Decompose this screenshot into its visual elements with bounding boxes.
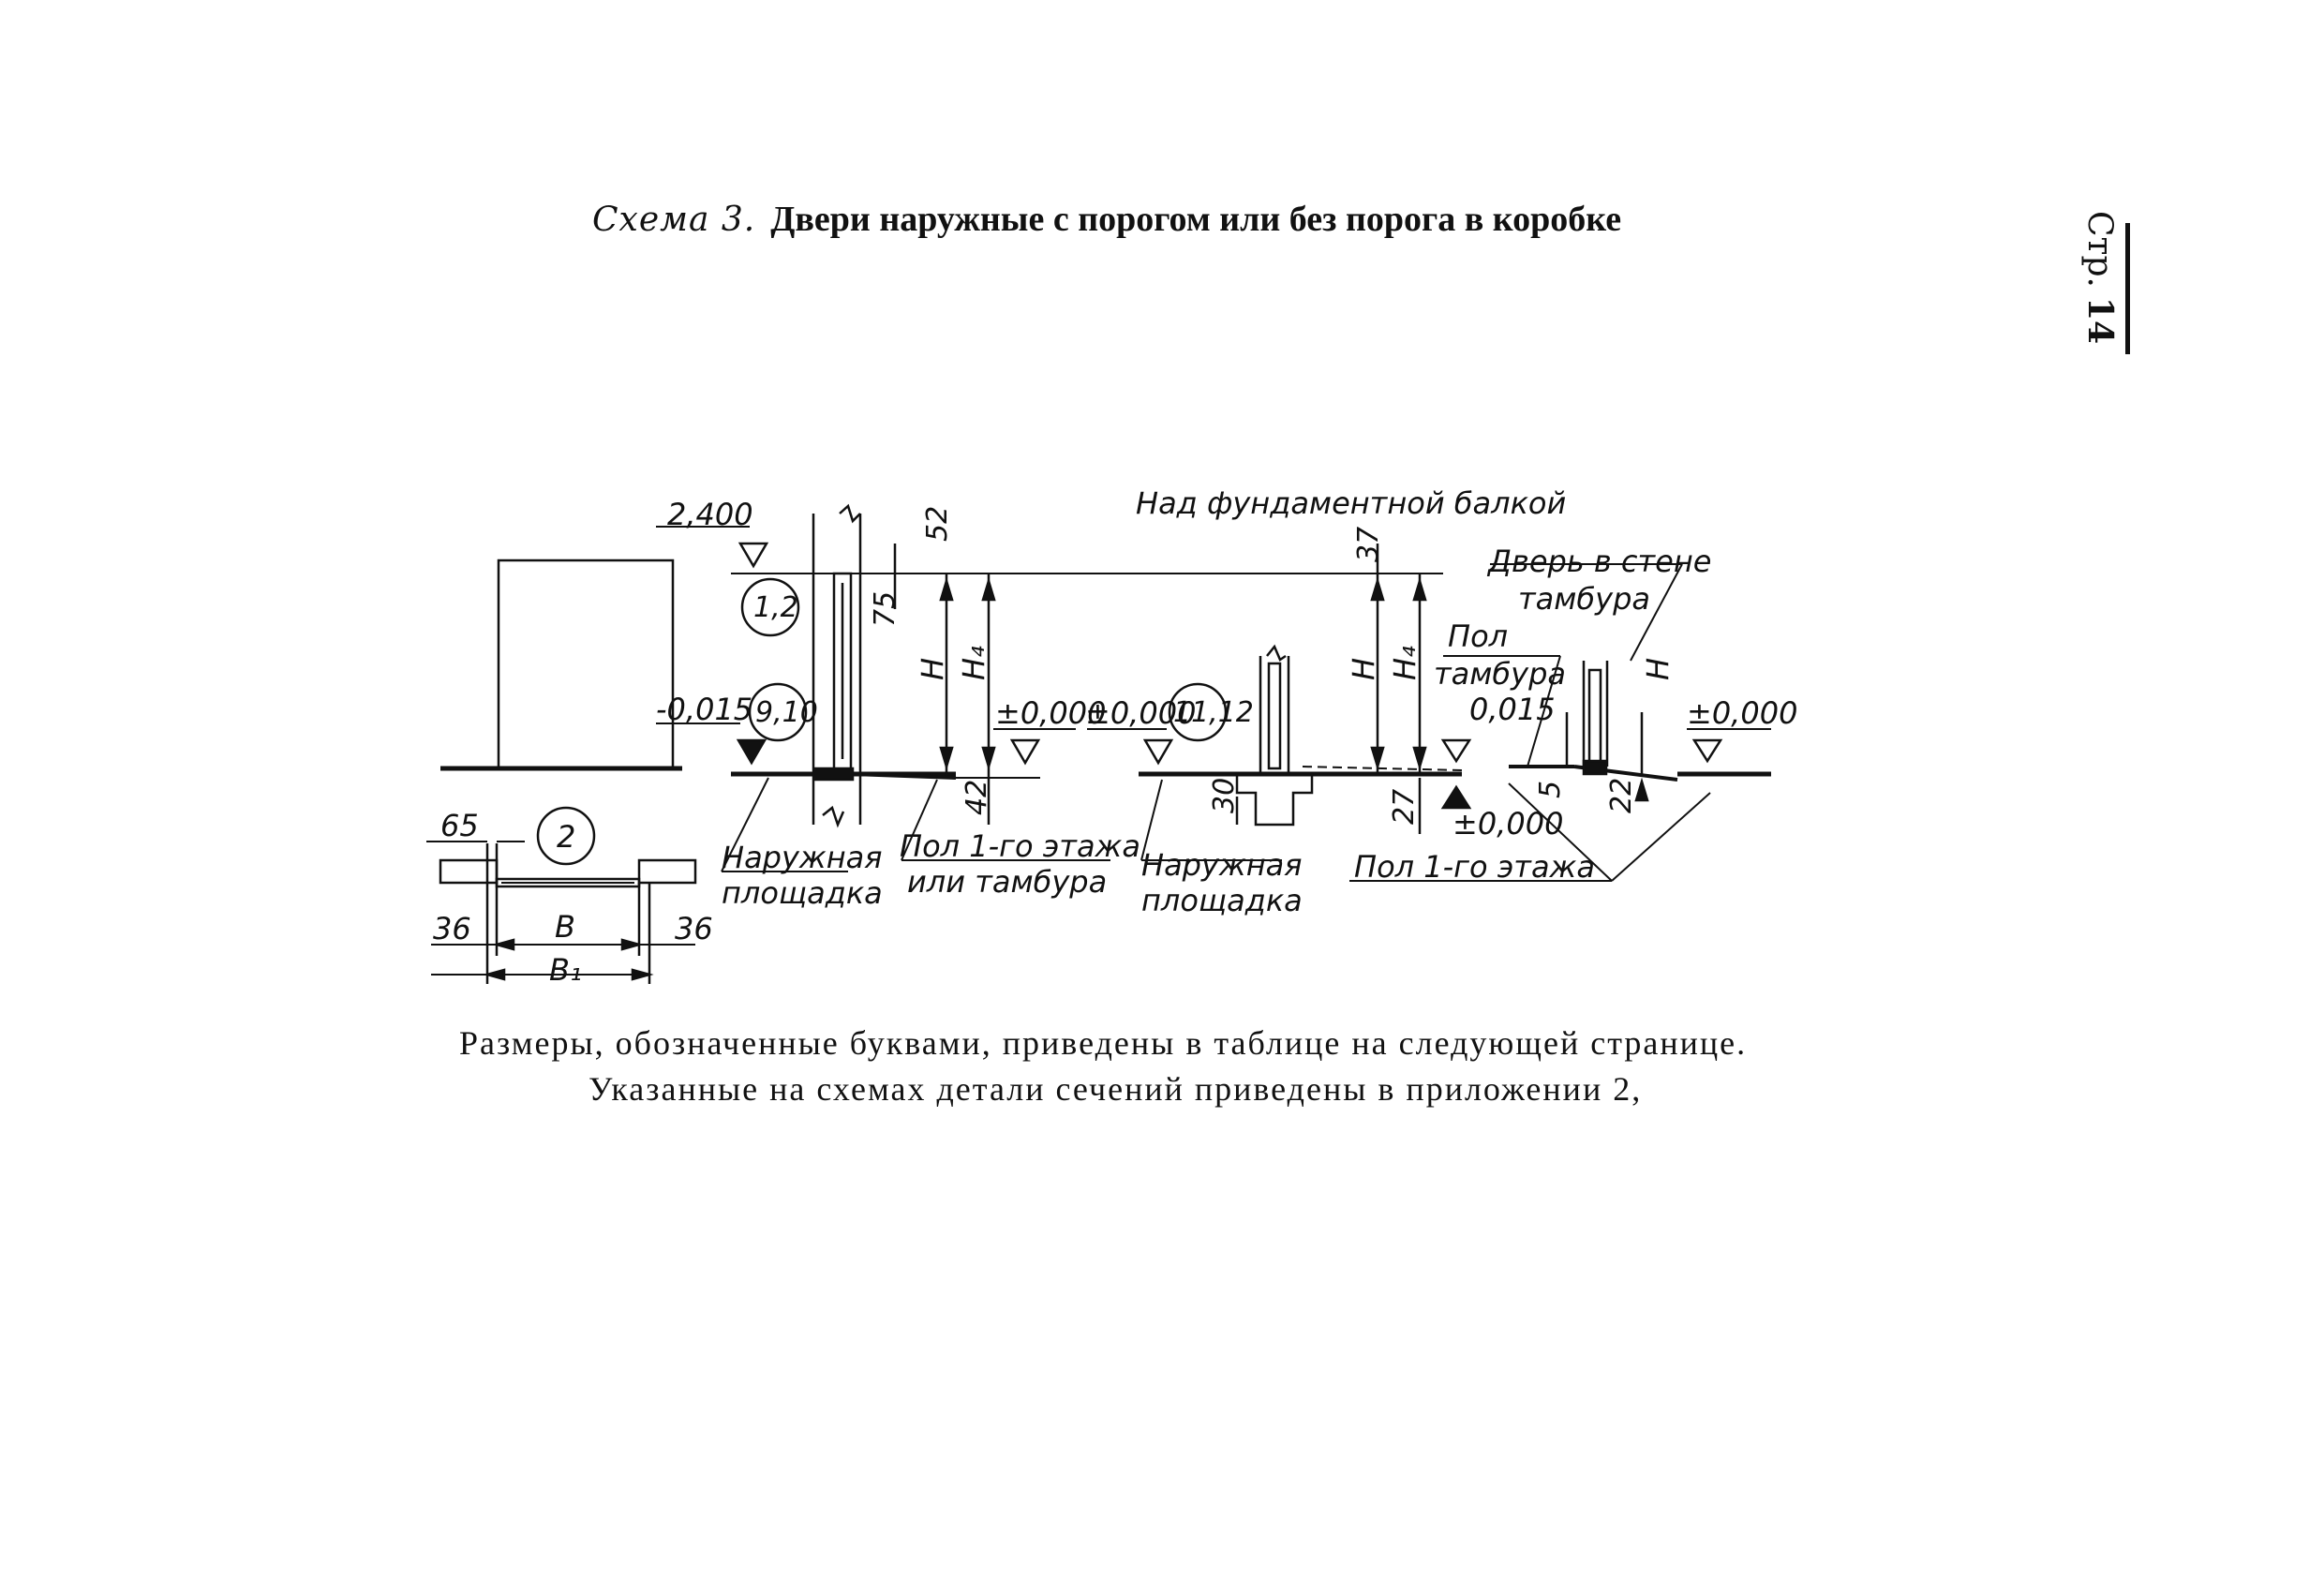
dim-H-2: H	[1346, 658, 1381, 680]
dim-65: 65	[440, 808, 479, 843]
label-floor1-b: или тамбура	[907, 864, 1107, 900]
drawing-annotations: 2,400 -0,015 ±0,000 ±0,000 ±0,000 ±0,000…	[433, 485, 1797, 988]
dim-52: 52	[921, 506, 954, 542]
dim-H-1: H	[915, 658, 950, 680]
elevation-pm0000-c: ±0,000	[1452, 806, 1563, 842]
dim-36-left: 36	[433, 911, 471, 946]
callout-circle-1112	[1168, 682, 1228, 742]
dim-75: 75	[869, 591, 901, 627]
dim-H-3: H	[1640, 658, 1676, 680]
dim-B: B	[555, 909, 575, 945]
label-floor1-2: Пол 1-го этажа	[1354, 849, 1595, 885]
note-line-1: Размеры, обозначенные буквами, приведены…	[459, 1024, 1748, 1062]
dim-B1: B₁	[549, 952, 582, 988]
callout-2: 2	[557, 819, 575, 855]
dim-42: 42	[961, 780, 993, 815]
dim-H4-1: H₄	[956, 646, 991, 680]
callout-1112: 11,12	[1173, 696, 1254, 729]
callout-910: 9,10	[755, 696, 818, 729]
label-floor1-a: Пол 1-го этажа	[900, 828, 1140, 864]
page-number-rule	[2125, 223, 2130, 354]
label-door-tambour-1: Дверь в стене	[1486, 544, 1711, 579]
callout-circle-910	[748, 682, 808, 742]
schema-label: Схема 3.	[592, 201, 756, 239]
dim-30: 30	[1208, 778, 1241, 813]
elevation-pm0000-d: ±0,000	[1687, 695, 1797, 731]
label-over-beam: Над фундаментной балкой	[1136, 485, 1566, 521]
elevation-2400: 2,400	[667, 497, 753, 532]
note-line-2: Указанные на схемах детали сечений приве…	[588, 1070, 1643, 1108]
dim-H4-2: H₄	[1387, 646, 1423, 680]
schema-title: Схема 3. Двери наружные с порогом или без…	[592, 199, 1621, 240]
dim-27: 27	[1388, 789, 1421, 825]
dim-5: 5	[1534, 781, 1567, 798]
plan-detail	[426, 806, 697, 984]
label-outer-platform-2b: площадка	[1141, 883, 1303, 918]
label-floor-tambour-2: тамбура	[1434, 656, 1566, 692]
callout-circle-12	[740, 577, 800, 637]
elevation-pm0000-a: ±0,000	[995, 695, 1106, 731]
dim-22: 22	[1605, 778, 1638, 813]
elevation-minus-0015: -0,015	[656, 692, 752, 727]
label-door-tambour-2: тамбура	[1518, 581, 1650, 617]
schema-title-text: Двери наружные с порогом или без порога …	[770, 200, 1622, 239]
label-floor-tambour-1: Пол	[1448, 618, 1508, 654]
section-1	[656, 503, 1443, 872]
door-elevation-panel	[497, 559, 675, 770]
label-outer-platform-2a: Наружная	[1141, 847, 1303, 883]
callout-circle-2	[536, 806, 596, 866]
elevation-0015: 0,015	[1469, 692, 1556, 727]
callout-12: 1,2	[753, 591, 798, 624]
dim-37: 37	[1352, 527, 1385, 562]
elevation-pm0000-b: ±0,000	[1085, 695, 1196, 731]
label-outer-platform-1a: Наружная	[722, 840, 883, 875]
section-3	[1443, 563, 1771, 802]
label-outer-platform-1b: площадка	[722, 875, 883, 911]
dim-36-right: 36	[675, 911, 713, 946]
foundation-beam	[1235, 772, 1314, 827]
left-elevation	[440, 559, 682, 771]
section-2	[1087, 544, 1711, 882]
